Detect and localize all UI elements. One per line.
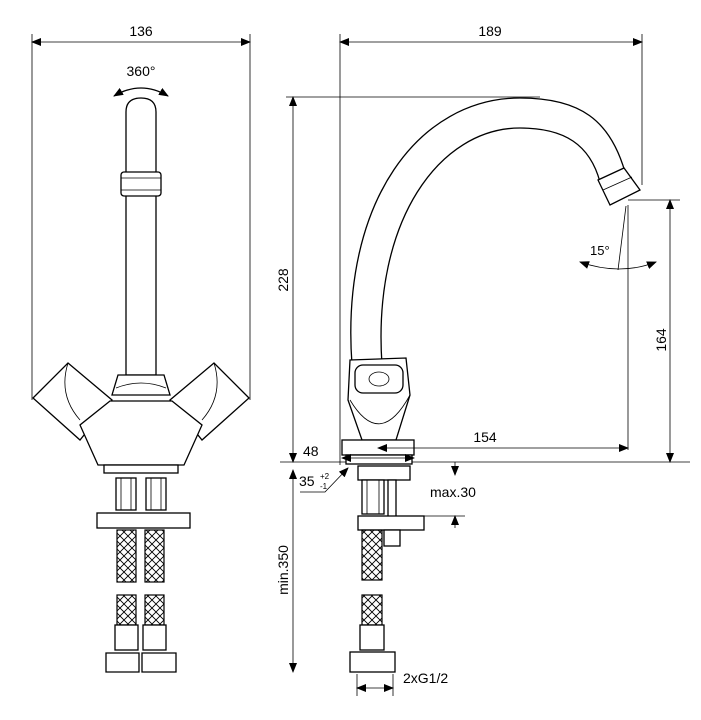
width-label: 136 (129, 23, 153, 39)
hose-left (116, 529, 137, 583)
hole-diameter-label: 35 (299, 473, 315, 489)
front-view: 136 360° (31, 23, 251, 673)
spout-arc-outer (350, 97, 626, 366)
height-label: 228 (275, 268, 291, 292)
spout-aerator (597, 167, 641, 206)
hole-tolerance-minus: -1 (320, 482, 328, 491)
spout-tube (125, 97, 157, 376)
hose-length-label: min.350 (275, 545, 291, 595)
connection-label: 2xG1/2 (403, 670, 448, 686)
side-view: 189 228 164 15° 48 154 35 +2 (275, 23, 690, 696)
hose-right (144, 529, 165, 583)
rotation-arrow-icon (113, 87, 169, 97)
outlet-height-label: 164 (653, 328, 669, 352)
mixer-body (79, 400, 203, 466)
rotation-label: 360° (127, 63, 156, 79)
spout-ring (120, 171, 162, 197)
reach-label: 189 (478, 23, 502, 39)
deck-thickness-label: max.30 (430, 484, 476, 500)
mounting-plate (96, 512, 191, 529)
hose-nut-left (105, 652, 140, 673)
side-hose-nut (349, 651, 396, 673)
side-mounting-plate (357, 515, 425, 531)
lever-plate (354, 364, 404, 394)
base-diameter-label: 48 (303, 443, 319, 459)
side-hose (361, 529, 383, 581)
spout-projection-label: 154 (473, 429, 497, 445)
hose-nut-right (141, 652, 177, 673)
angle-label: 15° (590, 243, 610, 258)
hole-tolerance-plus: +2 (320, 472, 330, 481)
